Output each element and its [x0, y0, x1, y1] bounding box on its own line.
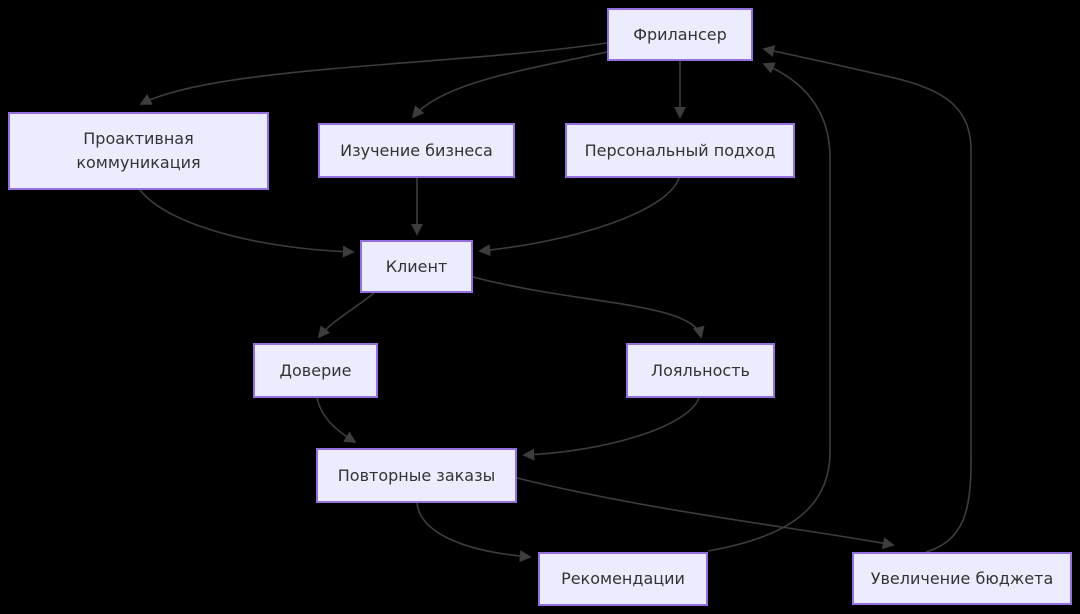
node-trust: Доверие — [253, 343, 378, 398]
node-label: Лояльность — [651, 360, 750, 380]
node-label: Повторные заказы — [337, 465, 496, 485]
node-label: Доверие — [279, 360, 352, 380]
edge-client-to-loyalty — [472, 276, 705, 339]
node-freelancer: Фрилансер — [607, 8, 753, 61]
node-label: Фрилансер — [633, 24, 727, 44]
node-client: Клиент — [360, 240, 473, 293]
node-personal-approach: Персональный подход — [565, 123, 795, 178]
edge-budget-increase-to-freelancer — [762, 45, 972, 553]
edge-client-to-trust — [317, 292, 375, 339]
edge-trust-to-repeat-orders — [316, 397, 357, 443]
node-label: Клиент — [385, 256, 448, 276]
node-budget-increase: Увеличение бюджета — [852, 552, 1072, 605]
node-label: Проактивная коммуникация — [76, 129, 201, 172]
node-label: Рекомендации — [561, 569, 685, 588]
node-label: Увеличение бюджета — [870, 568, 1054, 588]
edge-repeat-orders-to-budget-increase — [516, 477, 895, 550]
edge-repeat-orders-to-recommendations — [416, 502, 532, 563]
edge-personal-approach-to-client — [478, 177, 680, 257]
edge-proactive-comm-to-client — [139, 189, 355, 258]
node-label: Персональный подход — [584, 140, 776, 160]
edge-recommendations-to-freelancer — [707, 62, 831, 552]
node-business-study: Изучение бизнеса — [318, 123, 515, 178]
node-proactive-communication: Проактивная коммуникация — [8, 112, 269, 190]
edge-freelancer-to-proactive-comm — [139, 42, 608, 105]
edge-freelancer-to-business-study — [411, 51, 608, 119]
node-repeat-orders: Повторные заказы — [316, 448, 517, 503]
edge-loyalty-to-repeat-orders — [522, 397, 700, 461]
node-label: Изучение бизнеса — [340, 140, 493, 160]
node-recommendations: Рекомендации — [538, 552, 708, 606]
node-loyalty: Лояльность — [626, 343, 775, 398]
